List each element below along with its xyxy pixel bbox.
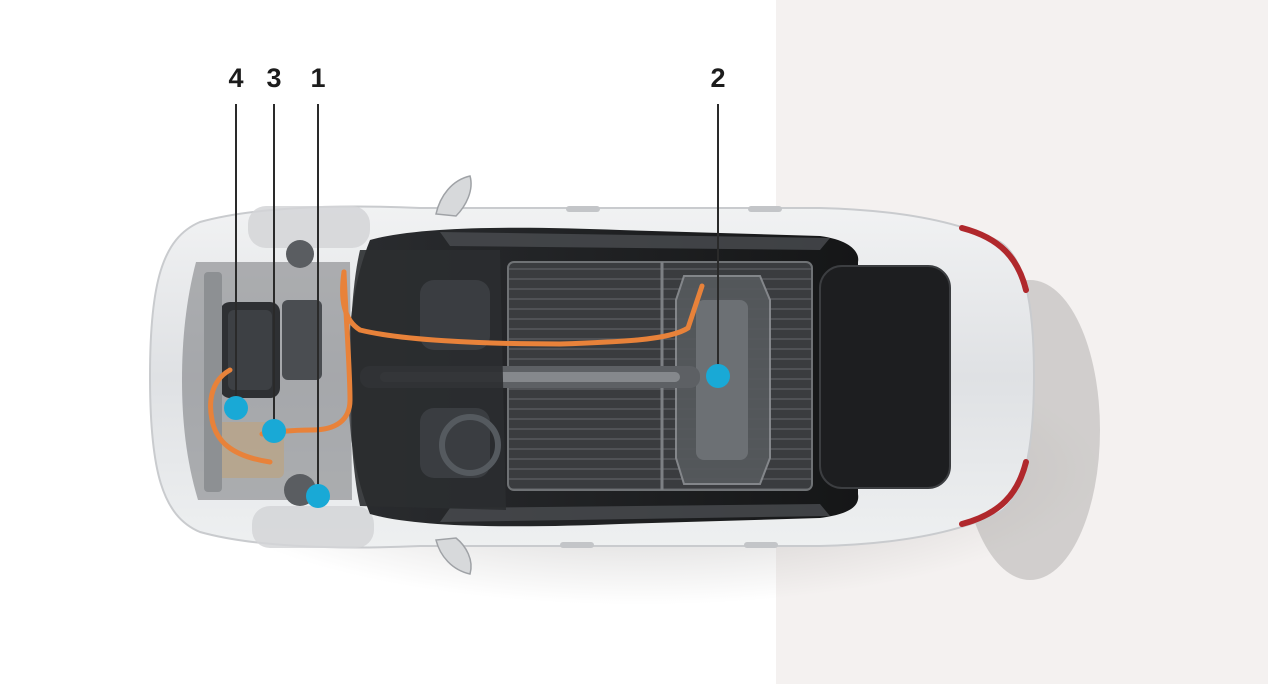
- hv-cable-left: [208, 367, 273, 465]
- engine-part: [282, 300, 322, 380]
- tail-light-lower: [959, 459, 1029, 527]
- callout-label-1: 1: [310, 63, 326, 93]
- seat: [420, 280, 490, 350]
- hotspot-marker-4: [224, 396, 248, 420]
- door-handle: [744, 542, 778, 548]
- steering-wheel: [439, 414, 501, 476]
- side-window-bottom: [440, 504, 830, 522]
- rear-window: [819, 265, 951, 489]
- wheel-front-top: [248, 206, 370, 248]
- wheel-front-bottom: [252, 506, 374, 548]
- hotspot-marker-1: [306, 484, 330, 508]
- callout-label-4: 4: [228, 63, 244, 93]
- engine-cover-stripes: [228, 310, 272, 390]
- door-handle: [566, 206, 600, 212]
- hotspot-marker-3: [262, 419, 286, 443]
- seat: [420, 408, 490, 478]
- callout-label-2: 2: [710, 63, 726, 93]
- door-handle: [560, 542, 594, 548]
- door-handle: [748, 206, 782, 212]
- side-mirror-top: [435, 175, 472, 217]
- hotspot-marker-2: [706, 364, 730, 388]
- tail-light-upper: [959, 225, 1029, 293]
- pulley: [286, 240, 314, 268]
- hv-cable-down: [259, 269, 353, 437]
- side-mirror-bottom: [435, 537, 472, 575]
- side-window-top: [440, 232, 830, 250]
- callout-label-3: 3: [266, 63, 282, 93]
